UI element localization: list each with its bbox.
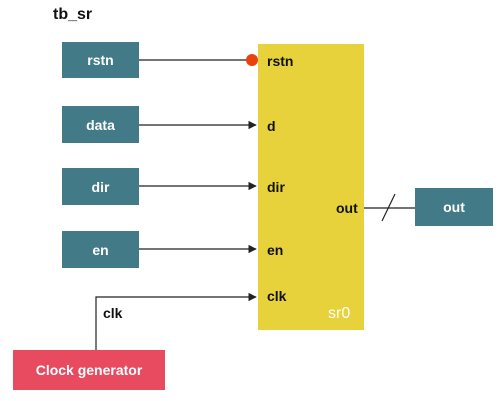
- input-label-dir: dir: [91, 178, 110, 195]
- output-box-out: out: [415, 188, 493, 226]
- diagram-title: tb_sr: [53, 6, 93, 23]
- bus-slash: [381, 193, 396, 222]
- wire-clk: [95, 292, 257, 350]
- input-box-dir: dir: [62, 168, 139, 205]
- port-d: d: [267, 118, 276, 134]
- input-label-data: data: [86, 116, 115, 133]
- input-box-rstn: rstn: [62, 42, 139, 78]
- port-rstn: rstn: [267, 53, 294, 69]
- clk-wire-label: clk: [103, 305, 123, 321]
- input-box-data: data: [62, 106, 139, 143]
- input-label-en: en: [92, 241, 109, 258]
- input-label-rstn: rstn: [87, 52, 114, 68]
- module-name: sr0: [328, 305, 351, 322]
- clock-generator-label: Clock generator: [35, 362, 143, 378]
- reset-bubble: [246, 54, 258, 66]
- input-box-en: en: [62, 231, 139, 268]
- port-dir: dir: [267, 179, 285, 195]
- clock-generator-box: Clock generator: [13, 350, 165, 390]
- port-clk: clk: [267, 288, 287, 304]
- port-en: en: [267, 242, 284, 258]
- port-out: out: [336, 200, 358, 216]
- output-label: out: [443, 199, 465, 215]
- module-sr0: rstn d dir en clk out sr0: [258, 44, 364, 330]
